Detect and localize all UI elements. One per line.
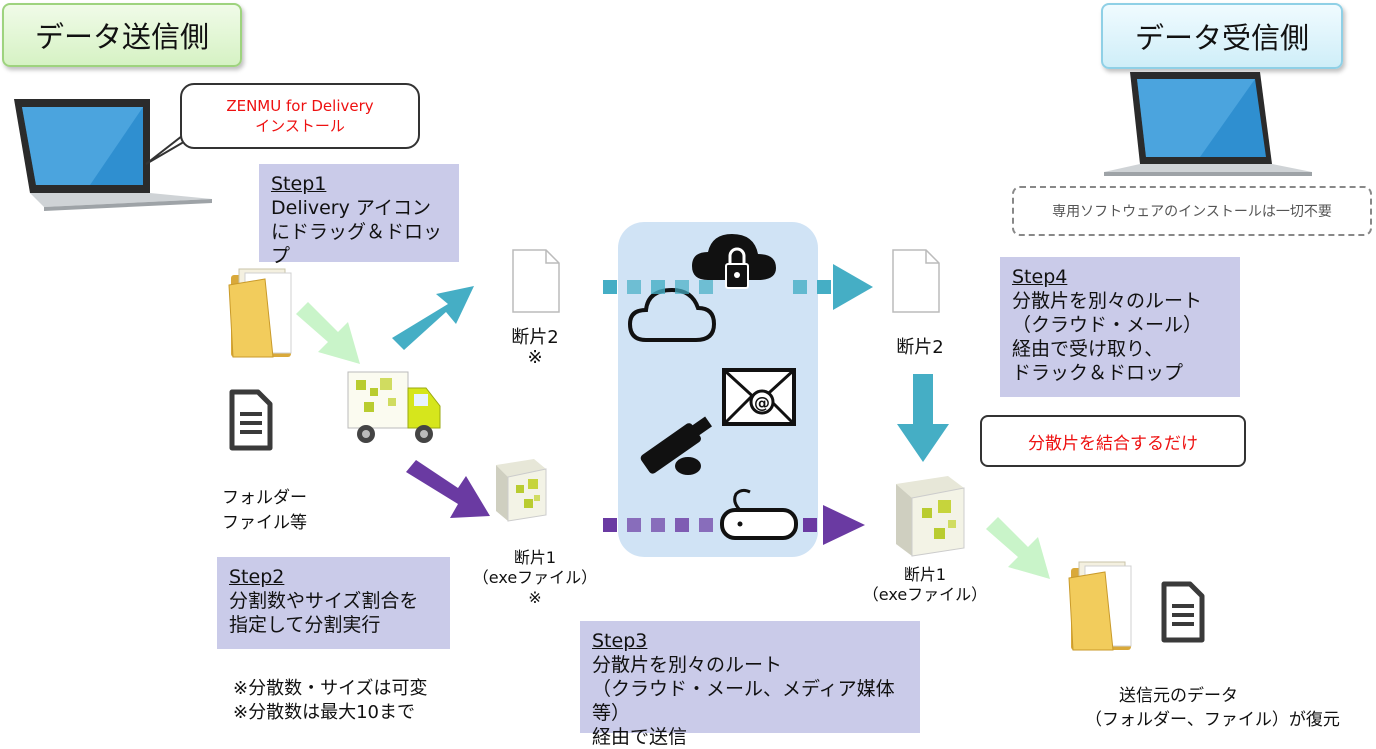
fragment2-send-label: 断片2 ※: [495, 328, 575, 368]
fragment2-recv-label: 断片2: [880, 338, 960, 358]
svg-text:@: @: [754, 393, 770, 412]
cloud-icon: [627, 287, 717, 342]
fragment1-recv-line2: （exeファイル）: [862, 585, 988, 604]
receiver-laptop-icon: [1104, 72, 1312, 176]
step4-line: （クラウド・メール）: [1012, 314, 1203, 336]
sender-title: データ送信側: [2, 3, 242, 67]
fragment1-recv-line1: 断片1: [903, 565, 947, 584]
step2-line: 指定して分割実行: [229, 614, 381, 636]
external-drive-icon: [720, 488, 798, 540]
light-green-arrow-icon: [296, 302, 360, 364]
fragment1-received-package-icon: [896, 476, 965, 557]
transmission-channels: @: [618, 222, 818, 557]
teal-route-line: [603, 264, 873, 310]
step4-line: ドラック＆ドロップ: [1012, 362, 1184, 384]
step2-box: Step2 分割数やサイズ割合を 指定して分割実行: [217, 557, 450, 649]
step4-line: 経由で受け取り、: [1012, 338, 1164, 360]
step1-title: Step1: [271, 173, 327, 195]
fragment2-send-line1: 断片2: [511, 327, 559, 348]
document-icon: [229, 389, 273, 451]
delivery-truck-icon: [347, 371, 441, 443]
fragment2-recv-line1: 断片2: [896, 337, 944, 358]
restore-label: 送信元のデータ （フォルダー、ファイル）が復元: [1085, 684, 1375, 732]
fragment1-recv-label: 断片1 （exeファイル）: [860, 565, 990, 605]
step1-line: Delivery アイコン: [271, 197, 431, 219]
callout-line1: ZENMU for Delivery: [226, 97, 374, 115]
combine-note: 分散片を結合するだけ: [980, 415, 1246, 467]
fragment1-send-line1: 断片1: [513, 548, 557, 567]
restored-document-icon: [1161, 581, 1205, 643]
install-callout: ZENMU for Delivery インストール: [180, 83, 420, 149]
folder-label: フォルダー ファイル等: [222, 486, 322, 536]
receiver-title: データ受信側: [1101, 3, 1343, 69]
fragment1-package-icon: [496, 459, 547, 522]
step1-box: Step1 Delivery アイコン にドラッグ＆ドロップ: [259, 164, 459, 267]
restore-label-line1: 送信元のデータ: [1119, 686, 1238, 706]
callout-line2: インストール: [255, 117, 345, 135]
light-green-restore-arrow-icon: [986, 517, 1050, 579]
step1-line: にドラッグ＆ドロップ: [271, 221, 443, 267]
step2-line: 分割数やサイズ割合を: [229, 590, 419, 612]
restore-label-line2: （フォルダー、ファイル）が復元: [1085, 710, 1340, 730]
fragment1-send-line2: （exeファイル）: [472, 568, 598, 587]
purple-route-line: [603, 505, 865, 545]
variable-note-line1: ※分散数・サイズは可変: [233, 678, 428, 699]
folder-label-line2: ファイル等: [222, 513, 307, 533]
step2-title: Step2: [229, 566, 285, 588]
step4-line: 分散片を別々のルート: [1012, 290, 1203, 312]
folder-icon: [228, 268, 292, 358]
fragment1-send-label: 断片1 （exeファイル） ※: [470, 548, 600, 608]
step3-title: Step3: [592, 630, 648, 652]
folder-label-line1: フォルダー: [222, 488, 307, 508]
email-icon: @: [722, 368, 796, 426]
step3-line: 分散片を別々のルート: [592, 654, 783, 676]
step3-box: Step3 分散片を別々のルート （クラウド・メール、メディア媒体等） 経由で送…: [580, 621, 920, 748]
step4-title: Step4: [1012, 266, 1068, 288]
restored-folder-icon: [1068, 561, 1132, 651]
fragment1-send-line3: ※: [528, 588, 542, 607]
step3-line: 経由で送信: [592, 726, 688, 748]
sender-laptop-icon: [14, 99, 212, 211]
fragment2-received-file-icon: [892, 249, 940, 313]
no-install-note: 専用ソフトウェアのインストールは一切不要: [1012, 186, 1372, 236]
variable-note-line2: ※分散数は最大10まで: [233, 702, 415, 723]
step3-line: （クラウド・メール、メディア媒体等）: [592, 678, 895, 724]
teal-down-arrow-icon: [897, 374, 949, 462]
variable-note: ※分散数・サイズは可変 ※分散数は最大10まで: [233, 677, 428, 725]
purple-arrow-icon: [406, 460, 490, 518]
cloud-lock-icon: [692, 234, 776, 289]
step4-box: Step4 分散片を別々のルート （クラウド・メール） 経由で受け取り、 ドラッ…: [1000, 257, 1240, 397]
teal-arrow-icon: [392, 286, 474, 350]
fragment2-file-icon: [512, 249, 560, 313]
usb-drive-icon: [640, 416, 712, 475]
fragment2-send-line2: ※: [527, 347, 543, 368]
